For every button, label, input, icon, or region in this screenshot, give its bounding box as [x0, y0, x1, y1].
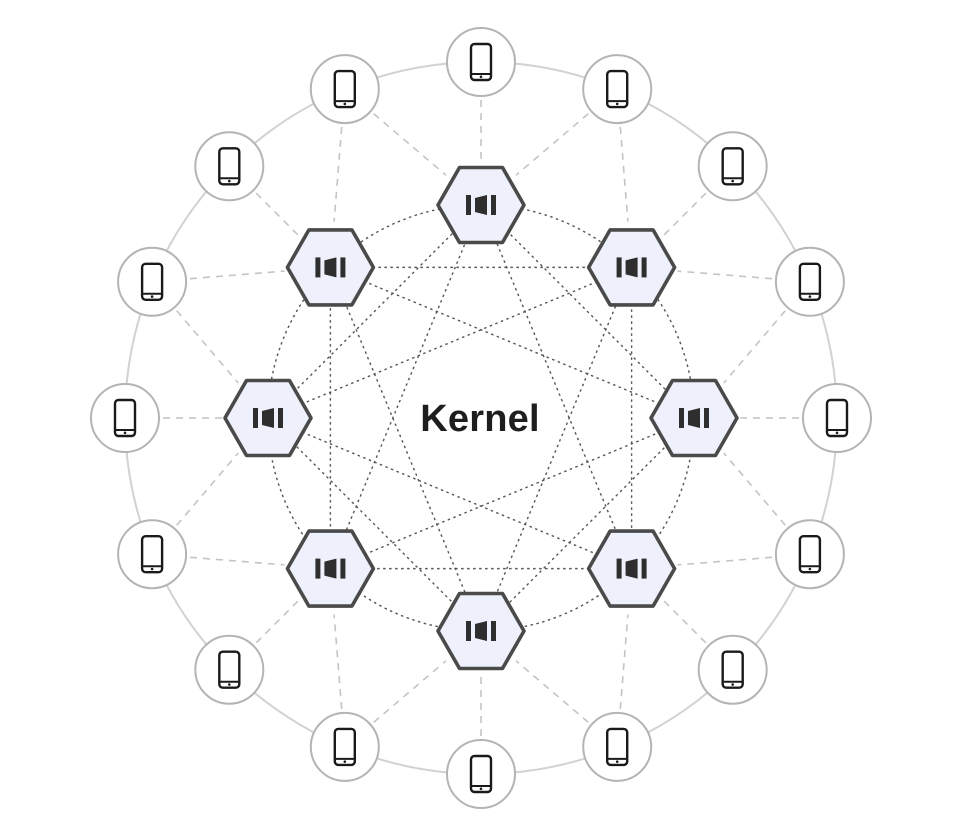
kernel-node-icon [315, 257, 346, 278]
kernel-node-icon [679, 408, 709, 428]
device-connections-layer [163, 100, 799, 736]
device-link-line [176, 452, 239, 526]
kernel-node-icon [616, 558, 647, 579]
device-circle [697, 634, 768, 705]
device-node [697, 131, 768, 202]
device-node [446, 739, 516, 809]
device-node [117, 246, 188, 317]
device-node [309, 54, 380, 125]
mesh-link-line [267, 417, 482, 632]
device-circle [582, 711, 653, 782]
device-node [309, 711, 380, 782]
device-link-line [677, 556, 773, 566]
kernel-node [285, 228, 376, 307]
kernel-node [436, 591, 526, 671]
phone-icon [721, 650, 744, 689]
device-node [90, 383, 160, 453]
phone-icon [825, 398, 849, 438]
device-node [194, 634, 265, 705]
device-circle [697, 131, 768, 202]
device-node [194, 131, 265, 202]
device-node [117, 519, 188, 590]
device-circle [802, 383, 872, 453]
device-link-line [663, 600, 707, 644]
device-node [774, 519, 845, 590]
device-link-line [619, 126, 629, 222]
phone-icon [606, 69, 629, 109]
phone-icon [333, 727, 356, 767]
phone-icon [218, 650, 241, 689]
device-circle [309, 711, 380, 782]
kernel-node [223, 378, 313, 458]
device-link-line [515, 660, 589, 723]
device-circle [309, 54, 380, 125]
kernel-node [586, 529, 677, 608]
device-node [582, 54, 653, 125]
phone-icon [218, 147, 241, 186]
device-link-line [373, 113, 447, 176]
device-link-line [189, 556, 285, 566]
phone-icon [113, 398, 137, 438]
device-link-line [176, 310, 239, 384]
device-node [802, 383, 872, 453]
device-node [697, 634, 768, 705]
device-link-line [723, 310, 786, 384]
kernel-node [649, 378, 739, 458]
device-circle [194, 131, 265, 202]
kernel-node [586, 228, 677, 307]
device-link-line [373, 660, 447, 723]
mesh-link-line [480, 417, 695, 632]
device-circle [90, 383, 160, 453]
kernel-node-icon [466, 621, 496, 641]
device-circle [117, 519, 188, 590]
phone-icon [469, 42, 493, 82]
device-link-line [619, 614, 629, 710]
kernel-node-icon [315, 558, 346, 579]
phone-icon [469, 754, 493, 794]
kernel-node [285, 529, 376, 608]
device-link-line [663, 192, 707, 236]
device-node [446, 27, 516, 97]
device-link-line [723, 452, 786, 526]
mesh-link-line [267, 204, 482, 419]
device-link-line [255, 192, 299, 236]
kernel-nodes-layer [223, 165, 739, 671]
kernel-node-icon [253, 408, 283, 428]
phone-icon [606, 727, 629, 767]
phone-icon [140, 262, 164, 301]
device-circle [117, 246, 188, 317]
device-circle [582, 54, 653, 125]
device-circle [446, 27, 516, 97]
device-circle [774, 246, 845, 317]
kernel-node [436, 165, 526, 245]
phone-icon [140, 535, 164, 574]
device-link-line [255, 600, 299, 644]
device-circle [446, 739, 516, 809]
device-link-line [515, 113, 589, 176]
device-node [774, 246, 845, 317]
phone-icon [333, 69, 356, 109]
phone-icon [798, 535, 822, 574]
kernel-node-icon [466, 195, 496, 215]
device-node [582, 711, 653, 782]
kernel-label: Kernel [420, 398, 540, 440]
device-circle [194, 634, 265, 705]
device-link-line [333, 126, 343, 222]
kernel-node-icon [616, 257, 647, 278]
device-circle [774, 519, 845, 590]
phone-icon [721, 147, 744, 186]
mesh-link-line [480, 204, 695, 419]
device-link-line [189, 270, 285, 280]
device-link-line [333, 614, 343, 710]
device-link-line [677, 270, 773, 280]
devices-layer [90, 27, 872, 809]
phone-icon [798, 262, 822, 301]
